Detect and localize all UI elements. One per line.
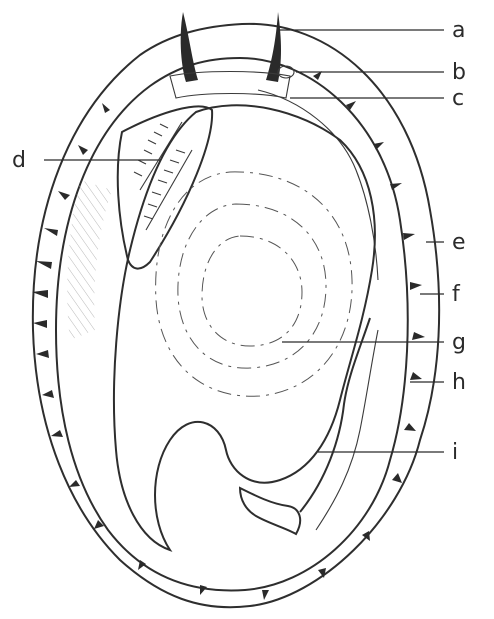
growth-rings bbox=[156, 172, 352, 396]
hinge-tooth-right bbox=[266, 12, 281, 82]
svg-text:d: d bbox=[12, 148, 26, 173]
label-h: h bbox=[410, 370, 466, 395]
label-a: a bbox=[278, 18, 465, 43]
svg-text:c: c bbox=[452, 86, 464, 111]
visceral-mass bbox=[114, 105, 375, 550]
adductor-ridge bbox=[258, 90, 378, 280]
gill-filaments bbox=[134, 122, 192, 230]
svg-text:f: f bbox=[452, 282, 461, 307]
label-f: f bbox=[420, 282, 461, 307]
svg-text:g: g bbox=[452, 330, 466, 355]
label-b: b bbox=[296, 60, 466, 85]
svg-text:a: a bbox=[452, 18, 465, 43]
label-i: i bbox=[318, 440, 458, 465]
label-e: e bbox=[426, 230, 466, 255]
svg-text:h: h bbox=[452, 370, 466, 395]
siphon-ridge-inner bbox=[316, 330, 378, 530]
marginal-spines bbox=[32, 71, 425, 600]
svg-text:i: i bbox=[452, 440, 458, 465]
svg-text:b: b bbox=[452, 60, 466, 85]
foot bbox=[240, 488, 300, 534]
svg-text:e: e bbox=[452, 230, 466, 255]
label-c: c bbox=[290, 86, 464, 111]
hinge-tooth-left bbox=[181, 12, 198, 82]
mantle-lobe bbox=[278, 66, 294, 78]
inner-shell-cavity bbox=[56, 58, 408, 590]
